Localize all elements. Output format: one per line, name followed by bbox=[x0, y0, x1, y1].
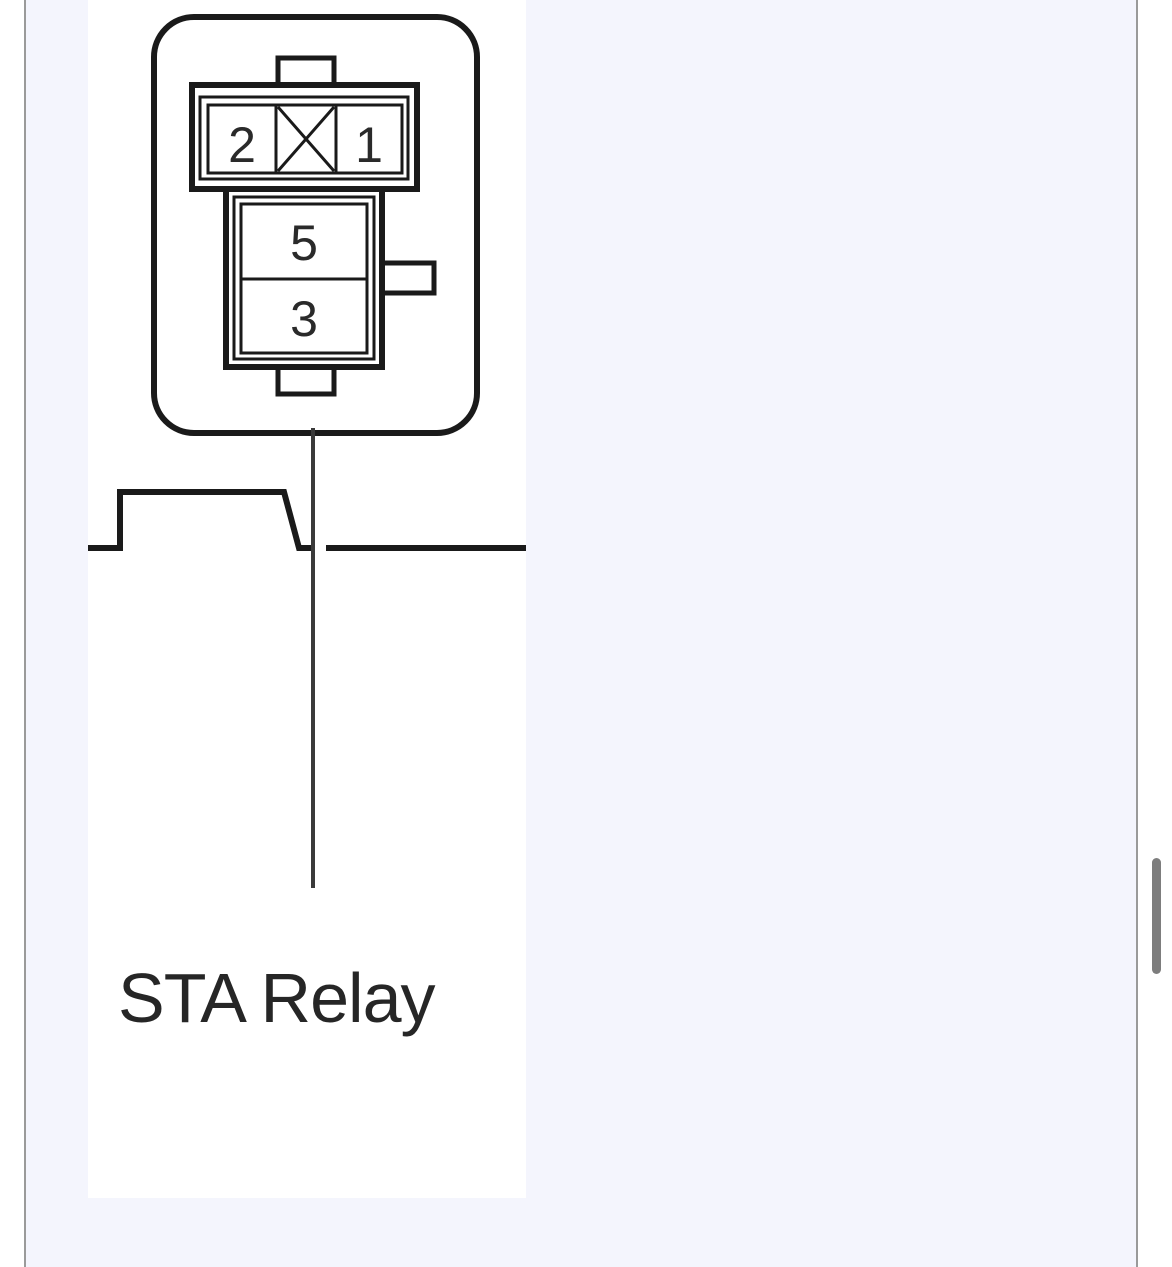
relay-diagram: 2 1 5 3 bbox=[88, 14, 526, 888]
lower-housing-inner bbox=[232, 195, 376, 361]
pin-number-5: 5 bbox=[290, 215, 318, 271]
relay-figure: 2 1 5 3 STA Relay bbox=[88, 0, 526, 1198]
top-tab bbox=[275, 55, 337, 88]
pin-cell-3 bbox=[239, 277, 369, 355]
pin-cell-1 bbox=[334, 103, 404, 175]
upper-housing-inner bbox=[198, 95, 410, 181]
document-page: 2 1 5 3 STA Relay bbox=[24, 0, 1138, 1267]
pin-number-1: 1 bbox=[355, 117, 383, 173]
profile-line-left bbox=[88, 489, 314, 551]
relay-caption: STA Relay bbox=[118, 959, 435, 1037]
bottom-tab bbox=[275, 364, 337, 397]
side-tab bbox=[379, 260, 437, 296]
pin-number-3: 3 bbox=[290, 291, 318, 347]
pin-number-2: 2 bbox=[228, 117, 256, 173]
vertical-scrollbar[interactable] bbox=[1152, 858, 1161, 974]
empty-cell-cross-b bbox=[276, 106, 336, 172]
relay-block-outline bbox=[151, 14, 480, 436]
